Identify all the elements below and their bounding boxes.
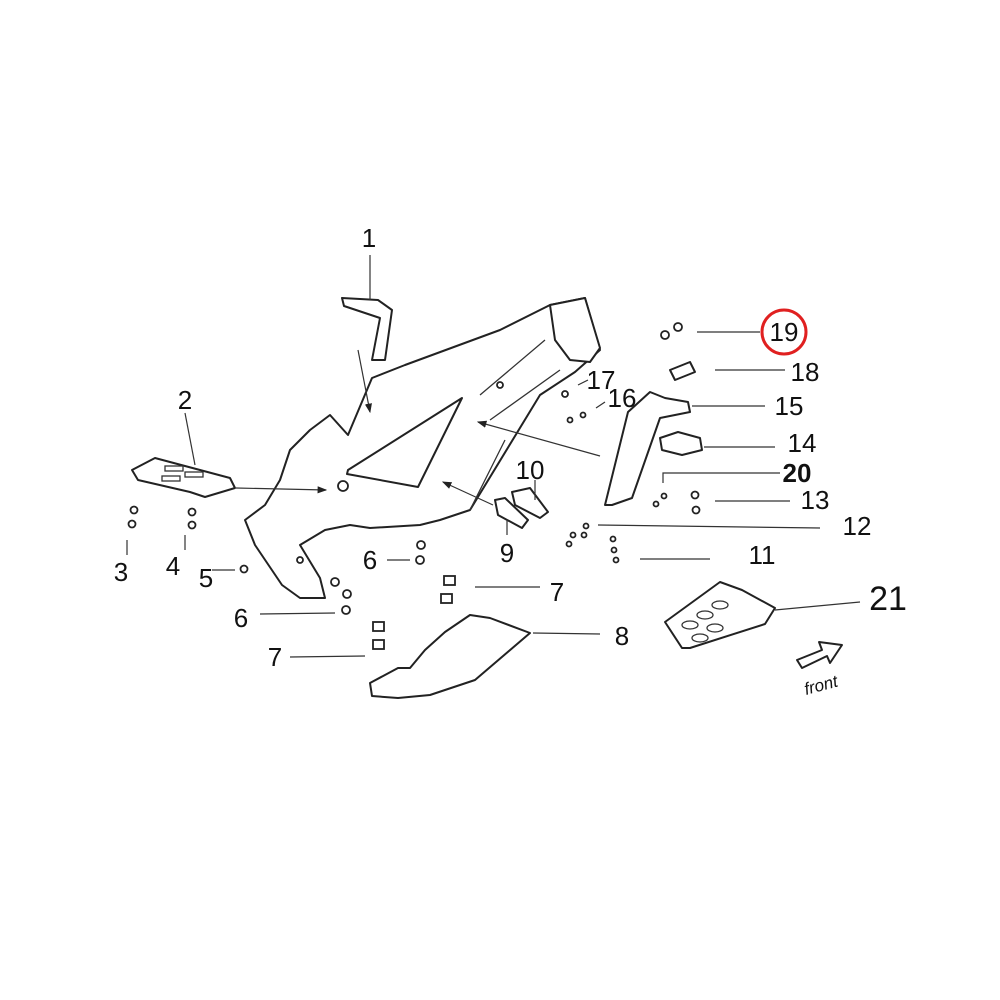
label-9: 9 (500, 538, 514, 568)
label-15: 15 (775, 391, 804, 421)
leader-lines (126, 255, 861, 658)
part-9-bracket (494, 497, 529, 529)
part-15-arm (604, 391, 691, 506)
label-10: 10 (516, 455, 545, 485)
part-2-plate (131, 457, 236, 498)
callout-labels: 1 2 3 4 5 6 6 7 7 8 9 10 11 12 13 14 15 … (114, 223, 907, 672)
label-16: 16 (608, 383, 637, 413)
label-13: 13 (801, 485, 830, 515)
part-14-clamp (659, 431, 703, 456)
highlight-circle (760, 308, 808, 356)
front-arrow-icon (796, 641, 843, 669)
label-12: 12 (843, 511, 872, 541)
label-6: 6 (363, 545, 377, 575)
label-8: 8 (615, 621, 629, 651)
label-21: 21 (869, 580, 907, 618)
label-11: 11 (749, 540, 776, 570)
part-1-bracket (341, 297, 393, 361)
hardware-nuts (127, 322, 701, 650)
label-6: 6 (234, 603, 248, 633)
main-frame (244, 297, 601, 599)
label-7: 7 (268, 642, 282, 672)
part-8-skid-plate (369, 614, 531, 699)
front-label: front (802, 671, 841, 698)
front-direction-indicator: front (796, 641, 843, 699)
part-10-bracket (511, 487, 549, 519)
part-21-tray (664, 581, 776, 649)
label-17: 17 (587, 365, 616, 395)
label-7: 7 (550, 577, 564, 607)
label-14: 14 (788, 428, 817, 458)
label-20: 20 (783, 458, 812, 488)
label-2: 2 (178, 385, 192, 415)
label-4: 4 (166, 551, 180, 581)
label-5: 5 (199, 563, 213, 593)
label-3: 3 (114, 557, 128, 587)
label-1: 1 (362, 223, 376, 253)
label-19: 19 (770, 317, 799, 347)
part-18-clip (669, 361, 696, 381)
label-18: 18 (791, 357, 820, 387)
